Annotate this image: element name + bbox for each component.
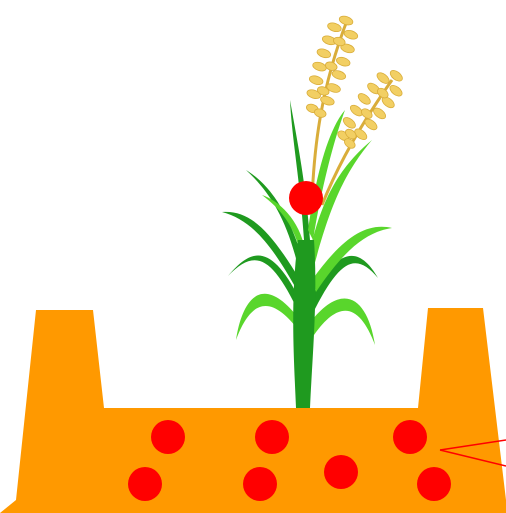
rice-stalk xyxy=(293,240,315,408)
red-dot xyxy=(243,467,277,501)
red-dot xyxy=(324,455,358,489)
red-dot xyxy=(128,467,162,501)
red-dot xyxy=(255,420,289,454)
red-dot xyxy=(151,420,185,454)
red-dot xyxy=(417,467,451,501)
red-dot-on-plant xyxy=(289,181,323,215)
red-dot xyxy=(393,420,427,454)
